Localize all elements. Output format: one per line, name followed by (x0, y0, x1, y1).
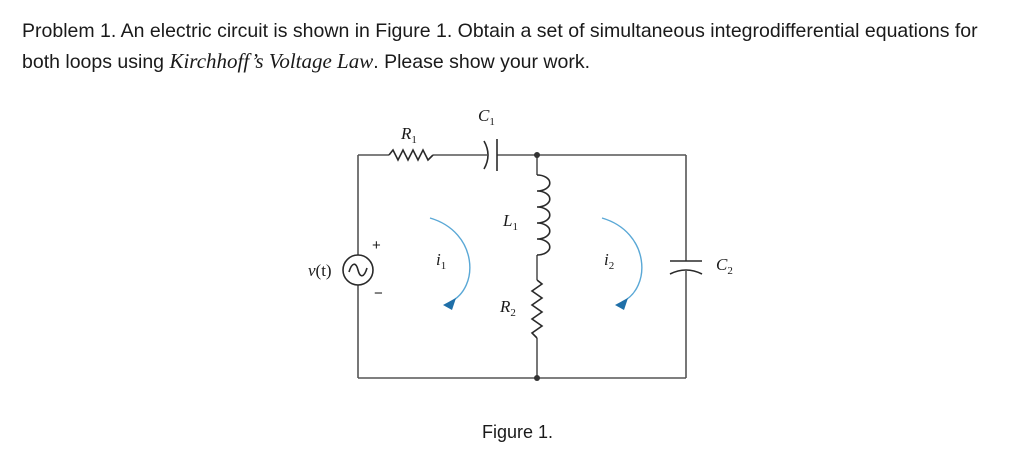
r1-label: R1 (400, 124, 417, 146)
r2-label: R2 (499, 297, 516, 319)
c2-label: C2 (716, 255, 733, 277)
source-label: v(t) (308, 261, 332, 280)
capacitor-c1: C1 (478, 106, 498, 171)
loop-i2-arrowhead-icon (615, 298, 628, 310)
resistor-r1-zigzag (388, 148, 434, 162)
junction-bottom (534, 375, 540, 381)
inductor-l1: L1 (502, 174, 551, 256)
capacitor-c2-curved-plate (669, 269, 703, 275)
source-minus-sign: − (374, 285, 383, 302)
i1-label: i1 (436, 250, 446, 272)
problem-text-prefix: Problem 1. An electric circuit is shown … (22, 20, 978, 73)
problem-statement: Problem 1. An electric circuit is shown … (22, 16, 1012, 77)
loop-i1-arc (429, 217, 471, 303)
capacitor-c2: C2 (669, 255, 733, 277)
voltage-source-circle (342, 254, 374, 286)
ac-sine-icon (348, 263, 368, 277)
circuit-wires (357, 154, 687, 379)
inductor-l1-coil (536, 174, 551, 256)
c1-label: C1 (478, 106, 495, 128)
problem-law-name: Kirchhoff’s Voltage Law (169, 49, 374, 73)
source-plus-sign: + (372, 237, 381, 254)
loop-i1-arrowhead-icon (443, 298, 456, 310)
voltage-source: + − v(t) (308, 237, 383, 302)
resistor-r1: R1 (388, 124, 434, 162)
loop-current-i2: i2 (601, 217, 643, 310)
junction-top (534, 152, 540, 158)
resistor-r2-zigzag (530, 279, 544, 339)
problem-text-suffix: . Please show your work. (373, 51, 591, 73)
figure-caption: Figure 1. (482, 422, 553, 442)
capacitor-c1-curved-plate (483, 140, 489, 170)
loop-current-i1: i1 (429, 217, 471, 310)
resistor-r2: R2 (499, 279, 544, 339)
i2-label: i2 (604, 250, 614, 272)
loop-i2-arc (601, 217, 643, 303)
l1-label: L1 (502, 211, 518, 233)
